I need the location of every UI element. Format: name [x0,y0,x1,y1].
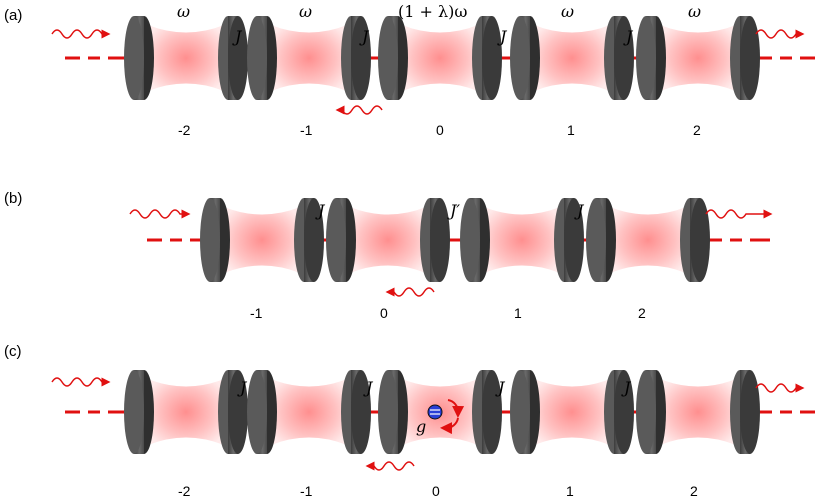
cavity-a-minus2 [124,16,248,100]
coupling-b-2: J′ [447,201,460,220]
coupling-c-4: J [621,378,632,397]
freq-a-minus2: ω [177,2,190,21]
index-a-minus1: -1 [300,122,313,138]
panel-label-c: (c) [4,343,22,360]
panel-c: g J J J J -2 -1 0 1 2 [51,370,815,499]
panel-b: J J′ J -1 0 1 2 [129,198,773,321]
cavity-a-minus1 [247,16,371,100]
panel-label-a: (a) [4,7,22,24]
index-a-0: 0 [436,122,444,138]
reflected-wave [385,287,435,297]
coupling-arrows-icon [440,399,465,435]
cavity-a-0 [378,16,502,100]
cavity-c-2 [636,370,760,454]
coupling-c-1: J [237,378,248,397]
index-c-minus2: -2 [178,483,191,499]
atom-coupling-label: g [416,417,426,436]
cavity-c-minus2 [124,370,248,454]
coupling-c-3: J [495,378,506,397]
index-b-0: 0 [380,305,388,321]
incoming-wave [51,29,111,39]
cavity-b-minus1 [200,198,324,282]
freq-a-1: ω [561,2,574,21]
index-c-2: 2 [690,483,698,499]
outgoing-wave [705,209,773,219]
outgoing-wave [755,29,805,39]
coupling-c-2: J [363,378,374,397]
coupling-a-4: J [623,27,634,46]
cavity-b-0 [326,198,450,282]
cavity-c-1 [510,370,634,454]
index-c-1: 1 [566,483,574,499]
cavity-a-1 [510,16,634,100]
index-a-2: 2 [693,122,701,138]
freq-a-minus1: ω [299,2,312,21]
coupling-a-1: J [232,27,243,46]
freq-a-2: ω [688,2,701,21]
index-a-minus2: -2 [178,122,191,138]
cavity-c-minus1 [247,370,371,454]
coupling-a-3: J [497,27,508,46]
cavity-b-2 [586,198,710,282]
incoming-wave [51,377,111,387]
reflected-wave [335,105,383,115]
cavity-b-1 [460,198,584,282]
panel-a: ω ω (1 + λ)ω ω ω J J J J -2 -1 0 1 2 [51,2,815,138]
outgoing-wave [755,383,805,393]
coupling-a-2: J [359,27,370,46]
panel-label-b: (b) [4,190,22,207]
index-b-2: 2 [638,305,646,321]
two-level-atom-icon [427,404,443,420]
coupling-b-1: J [315,201,326,220]
index-a-1: 1 [567,122,575,138]
freq-a-0: (1 + λ)ω [398,2,467,21]
cavity-a-2 [636,16,760,100]
index-c-0: 0 [432,483,440,499]
index-b-minus1: -1 [250,305,263,321]
incoming-wave [129,209,191,219]
index-c-minus1: -1 [300,483,313,499]
coupling-b-3: J [574,201,585,220]
index-b-1: 1 [514,305,522,321]
reflected-wave [365,461,415,471]
